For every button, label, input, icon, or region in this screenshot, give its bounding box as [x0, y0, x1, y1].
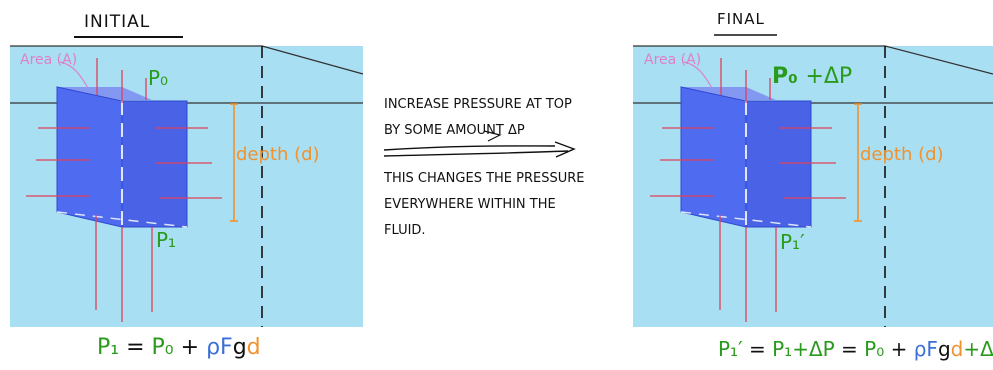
initial-eq-lhs: P₁: [97, 335, 120, 360]
final-top-pressure-extra: +ΔP: [805, 64, 853, 89]
final-eq-p0: P₀: [864, 337, 885, 361]
final-cube-side: [745, 100, 812, 228]
final-area-label: Area (A): [644, 52, 702, 68]
note-line-4: EVERYWHERE WITHIN THE: [384, 197, 556, 212]
final-eq-p1dp: P₁+ΔP: [772, 337, 835, 361]
initial-eq-d: d: [246, 335, 261, 360]
initial-eq-plus: +: [180, 335, 200, 360]
initial-equation: P₁ = P₀ + ρFgd: [97, 335, 261, 360]
final-panel: [633, 45, 993, 327]
final-eq-rho: ρF: [913, 337, 938, 361]
final-cube-front: [680, 86, 747, 228]
note-line-5: FLUID.: [384, 223, 426, 238]
final-eq-equals-1: =: [748, 337, 766, 361]
final-depth-label: depth (d): [860, 144, 944, 165]
initial-eq-equals: =: [126, 335, 145, 360]
final-title: FINAL: [717, 10, 765, 28]
middle-note: INCREASE PRESSURE AT TOP BY SOME AMOUNT …: [384, 92, 585, 244]
initial-title: INITIAL: [84, 12, 151, 32]
final-top-pressure-label: P₀: [772, 64, 798, 89]
final-eq-d: d: [950, 337, 964, 361]
final-eq-plus-1: +: [890, 337, 908, 361]
final-slant-edge: [884, 45, 993, 75]
note-line-2: BY SOME AMOUNT ΔP: [384, 123, 525, 138]
initial-panel: [10, 45, 364, 327]
final-eq-lhs: P₁′: [718, 337, 743, 361]
initial-bottom-pressure-label: P₁: [156, 228, 177, 252]
final-eq-g: g: [937, 337, 951, 361]
note-line-1: INCREASE PRESSURE AT TOP: [384, 97, 572, 112]
initial-area-label: Area (A): [20, 52, 78, 68]
initial-eq-p0: P₀: [151, 335, 174, 360]
middle-arrow: [383, 145, 556, 151]
final-equation: P₁′ = P₁+ΔP = P₀ + ρFgd+ΔP: [718, 337, 993, 361]
initial-eq-g: g: [232, 335, 247, 360]
final-eq-equals-2: =: [841, 337, 858, 361]
final-bottom-pressure-label: P₁′: [780, 230, 805, 254]
initial-cube-side: [121, 100, 188, 228]
initial-slant-edge: [261, 45, 364, 75]
initial-top-pressure-label: P₀: [148, 66, 169, 90]
final-eq-plus-2: +ΔP: [963, 337, 993, 361]
note-line-3: THIS CHANGES THE PRESSURE: [384, 171, 585, 186]
final-top-pressure: P₀ +ΔP: [772, 64, 852, 89]
initial-cube-front: [56, 86, 123, 228]
initial-eq-rho: ρF: [206, 335, 233, 360]
initial-depth-label: depth (d): [236, 144, 320, 165]
